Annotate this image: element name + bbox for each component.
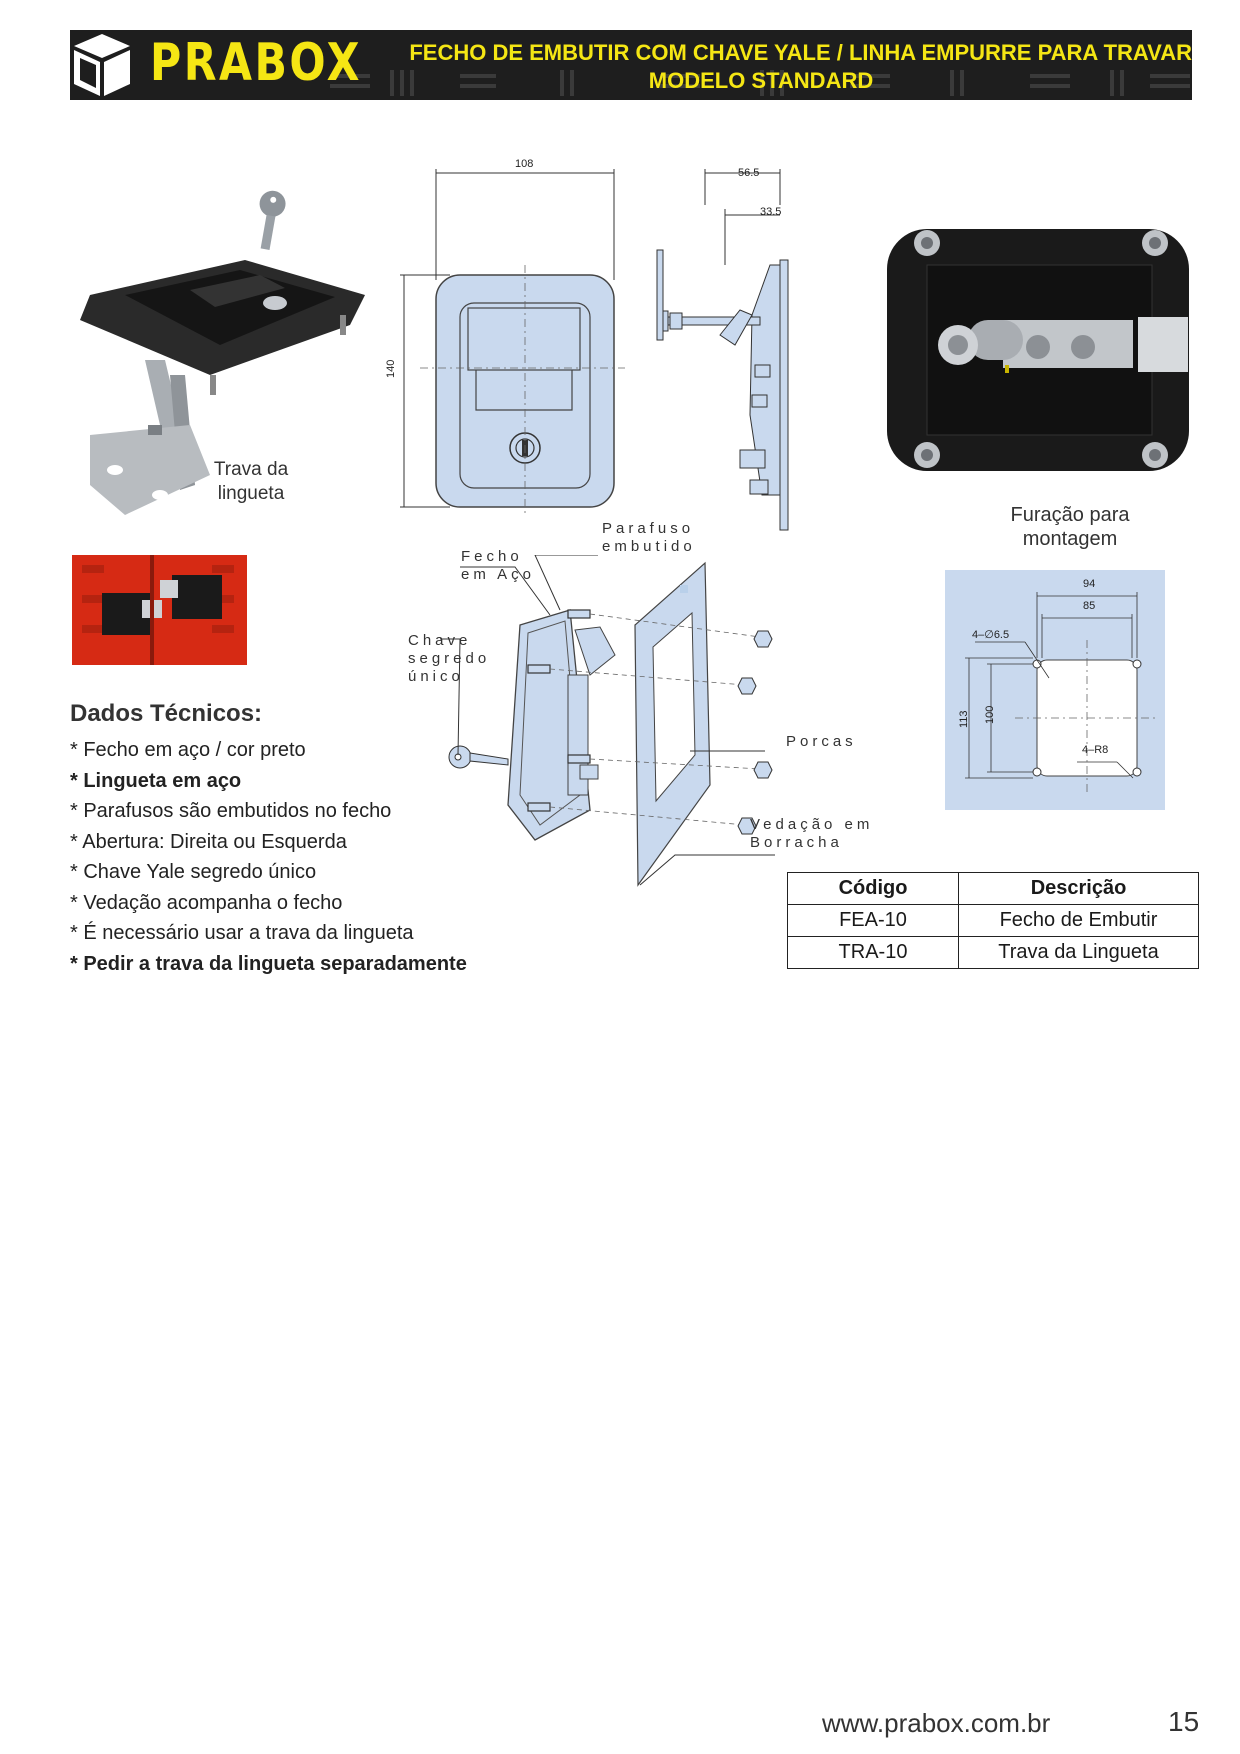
drill-height-inner: 100 [984,705,996,724]
drill-height-outer: 113 [958,710,970,728]
drill-width-outer: 94 [1083,578,1096,590]
table-row: FEA-10 Fecho de Embutir [787,904,1199,937]
product-code-table: Código Descrição FEA-10 Fecho de Embutir… [787,872,1199,969]
brand-logo-text: PRABOX [150,33,362,93]
table-header-code: Código [787,872,959,905]
side-view-drawing [656,169,789,531]
drill-template-drawing [945,570,1165,810]
header-band [70,30,1192,100]
dim-width: 108 [515,158,534,170]
tech-item: * Abertura: Direita ou Esquerda [70,830,347,853]
tech-item: * Pedir a trava da lingueta separadament… [70,952,467,975]
table-header-description: Descrição [958,872,1199,905]
table-cell-description: Trava da Lingueta [958,936,1199,969]
table-row: TRA-10 Trava da Lingueta [787,936,1199,969]
latch-product-photo [80,190,365,515]
page-title: FECHO DE EMBUTIR COM CHAVE YALE / LINHA … [409,40,1192,65]
page-subtitle: MODELO STANDARD [648,68,874,93]
tech-item: * Chave Yale segredo único [70,861,317,883]
drill-holes: 4–∅6.5 [972,629,1010,641]
dim-depth: 56.5 [738,167,760,179]
latch-back-photo [883,225,1193,475]
trava-label: Trava da lingueta [213,459,289,504]
footer-url: www.prabox.com.br [822,1708,1051,1738]
tech-list: * Fecho em aço / cor preto * Lingueta em… [70,735,467,979]
tech-title: Dados Técnicos: [70,700,263,727]
dim-height: 140 [385,359,397,378]
installed-latch-photo [72,555,247,665]
tech-item: * Fecho em aço / cor preto [70,739,306,761]
vedacao-label: Vedação em Borracha [750,816,874,851]
fecho-label: Fecho em Aço [461,548,536,583]
table-cell-code: FEA-10 [787,904,959,937]
dim-inner-depth: 33.5 [760,206,782,218]
porcas-label: Porcas [786,733,857,750]
table-header-row: Código Descrição [787,872,1199,905]
drill-width-inner: 85 [1083,600,1096,612]
table-cell-description: Fecho de Embutir [958,904,1199,937]
front-view-drawing [400,169,625,517]
header-decoration [330,70,1190,96]
page-number: 15 [1168,1706,1200,1737]
tech-item: * É necessário usar a trava da lingueta [70,922,414,944]
parafuso-label: Parafuso embutido [602,520,696,555]
tech-item: * Vedação acompanha o fecho [70,891,343,914]
chave-label: Chave segredo único [408,632,491,685]
exploded-view-drawing [440,555,775,887]
tech-item: * Lingueta em aço [70,769,242,792]
drill-radius: 4–R8 [1082,744,1109,756]
box-logo-icon [74,34,130,96]
furacao-label: Furação para montagem [1010,504,1130,550]
table-cell-code: TRA-10 [787,936,959,969]
tech-item: * Parafusos são embutidos no fecho [70,800,392,822]
